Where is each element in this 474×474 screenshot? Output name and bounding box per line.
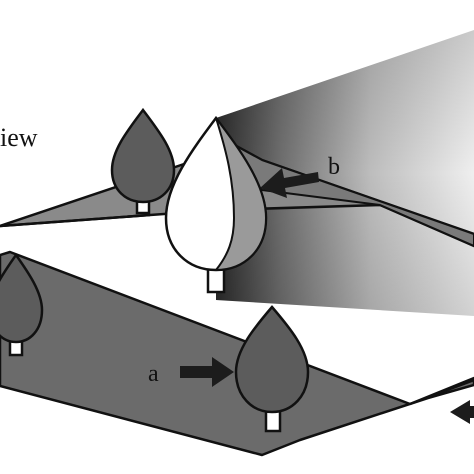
arrow-b [260, 168, 319, 198]
tree-front-left [0, 252, 44, 357]
label-a: a [148, 361, 159, 387]
arrow-right-edge [450, 400, 474, 424]
tree-highlighted [164, 115, 268, 294]
label-b: b [328, 154, 340, 180]
label-view-partial: iew [0, 123, 38, 152]
tree-a [234, 305, 310, 433]
arrow-a [180, 357, 234, 387]
tree-back-left [110, 107, 176, 215]
view-cone [216, 30, 474, 316]
lower-ground-plane [0, 250, 474, 457]
